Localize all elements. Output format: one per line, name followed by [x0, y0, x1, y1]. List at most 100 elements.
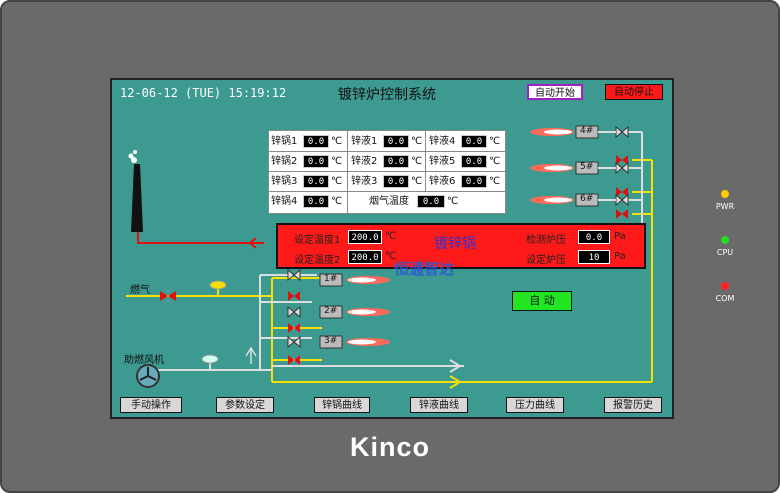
burner-4-label: 4# [580, 126, 594, 136]
air-valve-3-icon [287, 335, 301, 349]
parameter-settings-button[interactable]: 参数设定 [216, 397, 274, 413]
kettle-3-value: 0.0 [303, 175, 329, 188]
measured-pressure-label: 检测炉压 [526, 235, 566, 246]
com-led-label: COM [715, 294, 735, 303]
liquid-1-value: 0.0 [383, 135, 409, 148]
kettle-3-label: 锌锅3 [271, 176, 298, 187]
datetime-display: 12-06-12 (TUE) 15:19:12 [120, 86, 287, 100]
setpoint2-unit: ℃ [385, 251, 397, 262]
flue-temp-label: 烟气温度 [369, 196, 409, 207]
gas-valve-icon [160, 291, 168, 301]
set-pressure-unit: Pa [614, 251, 626, 262]
kettle-4-label: 锌锅4 [271, 196, 298, 207]
gas-valve-5-icon [616, 187, 628, 197]
process-diagram [126, 125, 653, 389]
setpoint1-unit: ℃ [385, 231, 397, 242]
air-valve-6-icon [615, 193, 629, 207]
air-valve-2-icon [287, 305, 301, 319]
setpoint2-label: 设定温度2 [294, 255, 341, 266]
kettle-4-value: 0.0 [303, 195, 329, 208]
air-valve-5-icon [615, 161, 629, 175]
burner-3-label: 3# [324, 336, 338, 346]
gas-label: 燃气 [130, 285, 150, 296]
pwr-led [721, 190, 729, 198]
auto-stop-button[interactable]: 自动停止 [605, 84, 663, 100]
auto-mode-button[interactable]: 自 动 [512, 291, 572, 311]
gas-valve-3-icon [288, 355, 300, 365]
kettle-name: 镀锌锅 [434, 236, 476, 252]
page-title: 镀锌炉控制系统 [338, 87, 436, 103]
burner-6-flame-icon [530, 196, 574, 204]
liquid-3-label: 锌液3 [351, 176, 378, 187]
manual-operation-button[interactable]: 手动操作 [120, 397, 182, 413]
gas-valve-1-icon [288, 291, 300, 301]
gas-flow-arrow-icon [449, 375, 462, 389]
kettle-1-value: 0.0 [303, 135, 329, 148]
kettle-2-value: 0.0 [303, 155, 329, 168]
setpoint1-input[interactable]: 200.0 [348, 230, 382, 244]
setpoint1-label: 设定温度1 [294, 235, 341, 246]
liquid-1-label: 锌液1 [351, 136, 378, 147]
gas-valve-2-icon [288, 323, 300, 333]
alarm-history-button[interactable]: 报警历史 [604, 397, 662, 413]
set-pressure-label: 设定炉压 [526, 255, 566, 266]
hmi-screen: 12-06-12 (TUE) 15:19:12 镀锌炉控制系统 自动开始 自动停… [110, 78, 674, 419]
burner-6-label: 6# [580, 194, 594, 204]
brand-logo: Kinco [349, 432, 430, 462]
kettle-1-label: 锌锅1 [271, 136, 298, 147]
liquid-6-unit: ℃ [489, 176, 501, 187]
liquid-4-unit: ℃ [489, 136, 501, 147]
liquid-6-value: 0.0 [461, 175, 487, 188]
flue-temp-unit: ℃ [447, 196, 459, 207]
kettle-3-unit: ℃ [331, 176, 343, 187]
liquid-3-unit: ℃ [411, 176, 423, 187]
pwr-led-label: PWR [715, 202, 735, 211]
kettle-2-unit: ℃ [331, 156, 343, 167]
burner-5-label: 5# [580, 162, 594, 172]
watermark: 恒通智达 [394, 260, 455, 278]
pressure-curve-button[interactable]: 压力曲线 [506, 397, 564, 413]
kettle-2-label: 锌锅2 [271, 156, 298, 167]
measured-pressure-unit: Pa [614, 231, 626, 242]
burner-4-flame-icon [530, 128, 574, 136]
set-pressure-input[interactable]: 10 [578, 250, 610, 264]
liquid-5-value: 0.0 [461, 155, 487, 168]
burner-2-flame-icon [346, 308, 390, 316]
cpu-led [721, 236, 729, 244]
measured-pressure-value: 0.0 [578, 230, 610, 244]
air-valve-4-icon [615, 125, 629, 139]
kettle-1-unit: ℃ [331, 136, 343, 147]
liquid-3-value: 0.0 [383, 175, 409, 188]
flue-temp-value: 0.0 [417, 195, 445, 208]
liquid-4-label: 锌液4 [429, 136, 456, 147]
liquid-curve-button[interactable]: 锌液曲线 [410, 397, 468, 413]
liquid-6-label: 锌液6 [429, 176, 456, 187]
liquid-5-unit: ℃ [489, 156, 501, 167]
com-led [721, 282, 729, 290]
chimney-icon [131, 164, 143, 232]
burner-1-flame-icon [346, 276, 390, 284]
temperature-table: 锌锅1 0.0 ℃ 锌锅2 0.0 ℃ 锌锅3 0.0 ℃ 锌锅4 0.0 ℃ … [268, 130, 506, 214]
burner-5-flame-icon [530, 164, 574, 172]
setpoint2-input[interactable]: 200.0 [348, 250, 382, 264]
air-valve-1-icon [287, 268, 301, 282]
air-flow-arrow-icon [449, 359, 462, 373]
gas-meter-icon [209, 280, 227, 290]
liquid-4-value: 0.0 [461, 135, 487, 148]
auto-start-button[interactable]: 自动开始 [527, 84, 583, 100]
cpu-led-label: CPU [716, 248, 734, 257]
burner-1-label: 1# [324, 274, 338, 284]
kettle-curve-button[interactable]: 锌锅曲线 [314, 397, 370, 413]
gas-valve-4-icon [616, 155, 628, 165]
liquid-2-value: 0.0 [383, 155, 409, 168]
liquid-5-label: 锌液5 [429, 156, 456, 167]
fan-label: 助燃风机 [124, 355, 164, 366]
kettle-panel: 设定温度1 200.0 ℃ 设定温度2 200.0 ℃ 镀锌锅 检测炉压 0.0… [276, 223, 646, 269]
liquid-2-label: 锌液2 [351, 156, 378, 167]
gas-valve-6-icon [616, 209, 628, 219]
kettle-4-unit: ℃ [331, 196, 343, 207]
air-meter-icon [201, 354, 219, 364]
burner-2-label: 2# [324, 306, 338, 316]
liquid-1-unit: ℃ [411, 136, 423, 147]
liquid-2-unit: ℃ [411, 156, 423, 167]
